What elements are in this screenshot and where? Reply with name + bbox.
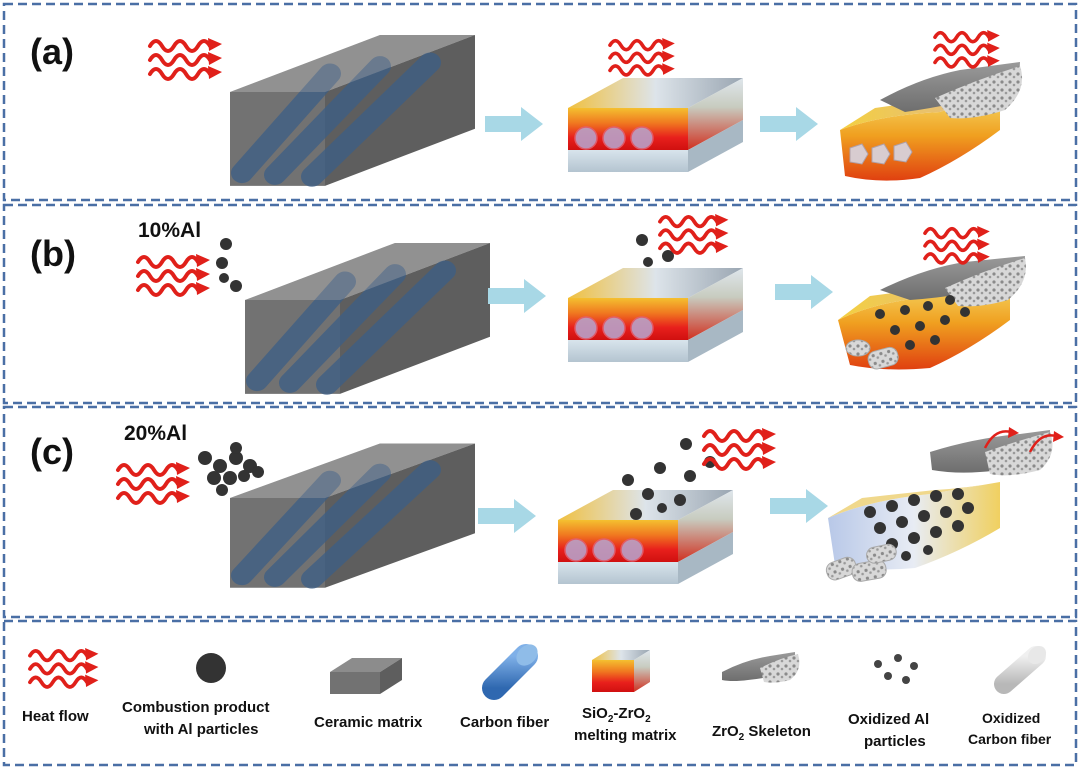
panel-label-b: (b)	[30, 233, 76, 274]
zro2-skeleton-icon	[722, 652, 800, 683]
panel-a: (a)	[30, 28, 1023, 186]
panel-c: (c) 20%Al	[30, 422, 1066, 588]
oxidized-al-particles-icon	[874, 654, 918, 684]
ceramic-block	[230, 443, 475, 587]
panel-label-a: (a)	[30, 31, 74, 72]
heat-flow-icon	[136, 252, 212, 297]
heat-flow-icon	[933, 28, 1002, 69]
al-particles	[216, 238, 242, 292]
process-arrow-icon	[770, 489, 828, 523]
panel-label-c: (c)	[30, 431, 74, 472]
oxidized-carbon-fiber-icon	[994, 645, 1047, 694]
al-particles	[198, 442, 264, 496]
legend-sio2-line2: melting matrix	[574, 727, 677, 744]
ablated-flake	[825, 482, 1000, 582]
heat-flow-icon	[148, 36, 224, 81]
legend-zro2-skeleton: ZrO2 Skeleton	[712, 723, 811, 743]
al-content-label: 20%Al	[124, 422, 187, 445]
melting-matrix-icon	[592, 650, 650, 692]
process-arrow-icon	[760, 107, 818, 141]
melting-block	[567, 77, 744, 173]
heat-flow-icon	[702, 426, 778, 471]
legend-oxidized-cf-line2: Carbon fiber	[968, 731, 1052, 747]
legend-heat-flow: Heat flow	[22, 708, 89, 725]
heat-flow-icon	[923, 224, 992, 265]
legend-carbon-fiber: Carbon fiber	[460, 714, 549, 731]
heat-flow-icon	[658, 212, 731, 255]
process-arrow-icon	[485, 107, 543, 141]
legend-oxidized-al-line1: Oxidized Al	[848, 711, 929, 728]
legend-combustion-line2: with Al particles	[143, 721, 258, 738]
legend-sio2-line1: SiO2-ZrO2	[582, 705, 651, 725]
al-particles	[636, 234, 674, 267]
ablated-flake	[838, 256, 1026, 370]
legend: Heat flow Combustion product with Al par…	[22, 644, 1052, 750]
ceramic-block	[230, 35, 475, 186]
legend-oxidized-cf-line1: Oxidized	[982, 710, 1040, 726]
legend-ceramic-matrix: Ceramic matrix	[314, 714, 423, 731]
process-arrow-icon	[775, 275, 833, 309]
heat-flow-icon	[28, 646, 101, 689]
heat-flow-icon	[608, 36, 677, 77]
process-arrow-icon	[478, 499, 536, 533]
al-content-label: 10%Al	[138, 219, 201, 242]
combustion-particle-icon	[196, 653, 226, 683]
legend-oxidized-al-line2: particles	[864, 733, 926, 750]
carbon-fiber-icon	[482, 644, 538, 700]
melting-block	[567, 267, 744, 363]
ceramic-matrix-icon	[330, 658, 402, 694]
legend-combustion-line1: Combustion product	[122, 699, 269, 716]
panel-b: (b) 10%Al	[30, 212, 1026, 394]
ceramic-block	[245, 243, 490, 394]
heat-flow-icon	[116, 460, 192, 505]
melting-block	[557, 489, 734, 585]
ablated-flake	[840, 62, 1023, 181]
process-arrow-icon	[488, 279, 546, 313]
